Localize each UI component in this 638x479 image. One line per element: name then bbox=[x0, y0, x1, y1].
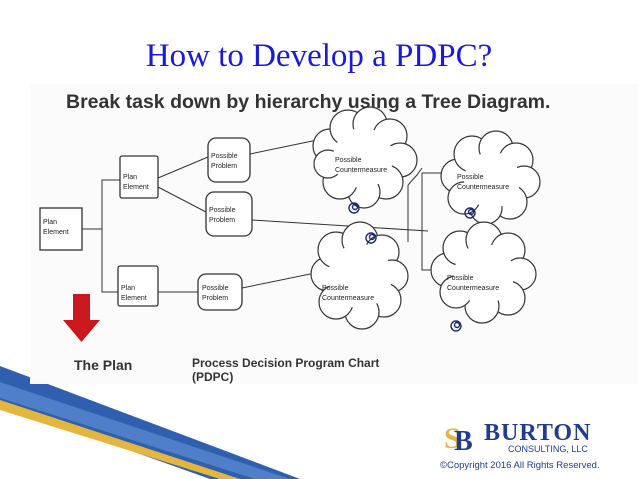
slide-title: How to Develop a PDPC? bbox=[145, 38, 493, 74]
root-label-2: Element bbox=[43, 229, 69, 236]
tree-diagram-screenshot: Break task down by hierarchy using a Tre… bbox=[30, 84, 638, 384]
problem-1-label-2: Problem bbox=[211, 163, 237, 170]
burton-consulting-logo: S B BURTON CONSULTING, LLC ©Copyright 20… bbox=[440, 420, 600, 471]
counter-1-label-2: Countermeasure bbox=[335, 167, 387, 174]
counter-4-label-1: Possible bbox=[447, 275, 474, 282]
tree-boxes bbox=[39, 137, 253, 311]
svg-text:S: S bbox=[444, 422, 461, 455]
counter-4-label-2: Countermeasure bbox=[447, 285, 499, 292]
cloud-4 bbox=[430, 221, 537, 324]
plan-bottom-label-1: Plan bbox=[121, 285, 135, 292]
tree-connectors bbox=[82, 138, 442, 293]
sb-monogram-icon: S B bbox=[444, 422, 473, 457]
brand-name: BURTON bbox=[484, 420, 591, 446]
counter-3-label-2: Countermeasure bbox=[322, 295, 374, 302]
cloud-2 bbox=[440, 130, 541, 225]
problem-3-label-2: Problem bbox=[202, 295, 228, 302]
pdpc-caption-line1: Process Decision Program Chart bbox=[192, 356, 379, 370]
cloud-1 bbox=[312, 106, 418, 209]
root-label-1: Plan bbox=[43, 219, 57, 226]
annotation-marks bbox=[348, 202, 476, 332]
diagram-heading: Break task down by hierarchy using a Tre… bbox=[66, 91, 550, 113]
svg-text:B: B bbox=[454, 426, 473, 457]
pdpc-caption-line2: (PDPC) bbox=[192, 370, 233, 384]
plan-top-label-1: Plan bbox=[123, 174, 137, 181]
counter-2-label-2: Countermeasure bbox=[457, 184, 509, 191]
countermeasure-clouds bbox=[310, 106, 541, 330]
plan-caption: The Plan bbox=[74, 357, 132, 373]
copyright-text: ©Copyright 2016 All Rights Reserved. bbox=[440, 460, 600, 471]
cloud-3 bbox=[310, 221, 409, 330]
problem-3-label-1: Possible bbox=[202, 285, 229, 292]
counter-2-label-1: Possible bbox=[457, 174, 484, 181]
counter-1-label-1: Possible bbox=[335, 157, 362, 164]
problem-2-label-2: Problem bbox=[209, 217, 235, 224]
plan-bottom-label-2: Element bbox=[121, 295, 147, 302]
problem-1-label-1: Possible bbox=[211, 153, 238, 160]
problem-2-label-1: Possible bbox=[209, 207, 236, 214]
brand-subtitle: CONSULTING, LLC bbox=[508, 444, 588, 454]
down-arrow-icon bbox=[63, 294, 100, 342]
counter-3-label-1: Possible bbox=[322, 285, 349, 292]
plan-top-label-2: Element bbox=[123, 184, 149, 191]
